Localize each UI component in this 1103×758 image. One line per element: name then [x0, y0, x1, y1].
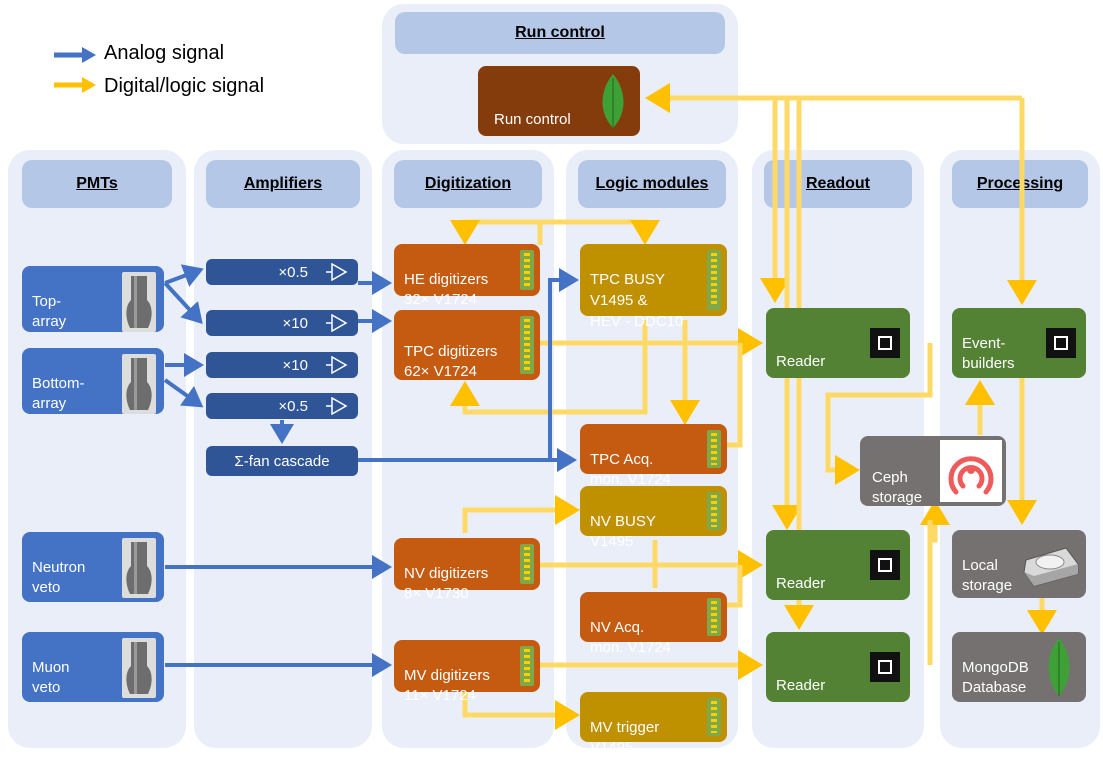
amplifier-icon: [326, 263, 348, 281]
pmt-icon: [122, 538, 156, 598]
ceph-storage-label: Ceph storage: [872, 469, 923, 506]
board-icon: [707, 250, 721, 310]
board-icon: [520, 316, 534, 374]
amplifiers-header: Amplifiers: [206, 160, 360, 208]
amplifier-x10-top: ×10: [206, 310, 358, 336]
bottom-array-label: Bottom- array: [32, 375, 85, 412]
nv-busy-label: NV BUSY V1495: [590, 513, 656, 550]
pmt-icon: [122, 354, 156, 414]
mv-trigger-label: MV trigger V1495: [590, 719, 660, 756]
local-storage-box: Local storage: [952, 530, 1086, 598]
mv-digitizers-box: MV digitizers 11× V1724: [394, 640, 540, 704]
tpc-acq-monitor-label: TPC Acq. mon. V1724: [590, 451, 671, 488]
legend-arrows: [54, 47, 96, 93]
eventbuilders-box: Event- builders: [952, 308, 1086, 378]
amplifier-gain: ×0.5: [278, 397, 308, 415]
reader-label: Reader: [776, 677, 826, 694]
tpc-digitizers-box: TPC digitizers 62× V1724: [394, 310, 540, 380]
run-control-label: Run control: [494, 111, 571, 128]
board-icon: [520, 250, 534, 290]
hard-disk-icon: [1023, 547, 1079, 587]
amplifier-x05-bottom: ×0.5: [206, 393, 358, 419]
pmt-icon: [122, 638, 156, 698]
amplifier-gain: ×10: [282, 356, 308, 374]
neutron-veto-label: Neutron veto: [32, 559, 86, 596]
amplifier-x05-top: ×0.5: [206, 259, 358, 285]
amplifier-gain: ×10: [282, 314, 308, 332]
tpc-digitizers-label: TPC digitizers 62× V1724: [404, 343, 498, 380]
run-control-box: Run control: [478, 66, 640, 136]
ceph-storage-box: Ceph storage: [860, 436, 1006, 506]
logic-header: Logic modules: [578, 160, 726, 208]
top-array-label: Top- array: [32, 293, 67, 330]
board-icon: [707, 430, 721, 468]
amplifier-icon: [326, 356, 348, 374]
mongodb-database-label: MongoDB Database: [962, 659, 1029, 696]
pmts-header: PMTs: [22, 160, 172, 208]
nv-digitizers-label: NV digitizers 8× V1730: [404, 565, 489, 602]
legend-analog: Analog signal: [104, 42, 225, 64]
mv-digitizers-label: MV digitizers 11× V1724: [404, 667, 490, 704]
cpu-chip-icon: [870, 328, 900, 358]
reader-nv-box: Reader: [766, 530, 910, 600]
reader-tpc-box: Reader: [766, 308, 910, 378]
nv-digitizers-box: NV digitizers 8× V1730: [394, 538, 540, 602]
board-icon: [520, 646, 534, 686]
amplifier-x10-bottom: ×10: [206, 352, 358, 378]
cpu-chip-icon: [1046, 328, 1076, 358]
board-icon: [707, 598, 721, 636]
legend-digital: Digital/logic signal: [104, 75, 265, 97]
tpc-busy-label: TPC BUSY V1495 & HEV - DDC10: [590, 271, 684, 330]
he-digitizers-label: HE digitizers 32× V1724: [404, 271, 489, 308]
mongodb-leaf-icon: [1048, 638, 1070, 696]
board-icon: [520, 544, 534, 584]
mongodb-database-box: MongoDB Database: [952, 632, 1086, 702]
run-control-header: Run control: [395, 12, 725, 54]
tpc-busy-box: TPC BUSY V1495 & HEV - DDC10: [580, 244, 727, 330]
amplifier-icon: [326, 314, 348, 332]
tpc-acq-monitor-box: TPC Acq. mon. V1724: [580, 424, 727, 488]
board-icon: [707, 698, 721, 736]
amplifier-icon: [326, 397, 348, 415]
cpu-chip-icon: [870, 550, 900, 580]
cpu-chip-icon: [870, 652, 900, 682]
sum-fan-label: Σ-fan cascade: [234, 452, 330, 470]
reader-label: Reader: [776, 575, 826, 592]
sum-fan-cascade: Σ-fan cascade: [206, 446, 358, 476]
muon-veto-box: Muon veto: [22, 632, 164, 702]
amplifier-gain: ×0.5: [278, 263, 308, 281]
reader-mv-box: Reader: [766, 632, 910, 702]
board-icon: [707, 492, 721, 530]
nv-busy-box: NV BUSY V1495: [580, 486, 727, 550]
digitization-header: Digitization: [394, 160, 542, 208]
pmt-icon: [122, 272, 156, 332]
he-digitizers-box: HE digitizers 32× V1724: [394, 244, 540, 308]
bottom-array-box: Bottom- array: [22, 348, 164, 414]
neutron-veto-box: Neutron veto: [22, 532, 164, 602]
mongodb-leaf-icon: [602, 74, 624, 128]
reader-label: Reader: [776, 353, 826, 370]
local-storage-label: Local storage: [962, 557, 1013, 594]
top-array-box: Top- array: [22, 266, 164, 332]
eventbuilders-label: Event- builders: [962, 335, 1015, 372]
mv-trigger-box: MV trigger V1495: [580, 692, 727, 756]
nv-acq-monitor-label: NV Acq. mon. V1724: [590, 619, 671, 656]
muon-veto-label: Muon veto: [32, 659, 70, 696]
ceph-logo-icon: [940, 440, 1002, 502]
nv-acq-monitor-box: NV Acq. mon. V1724: [580, 592, 727, 656]
